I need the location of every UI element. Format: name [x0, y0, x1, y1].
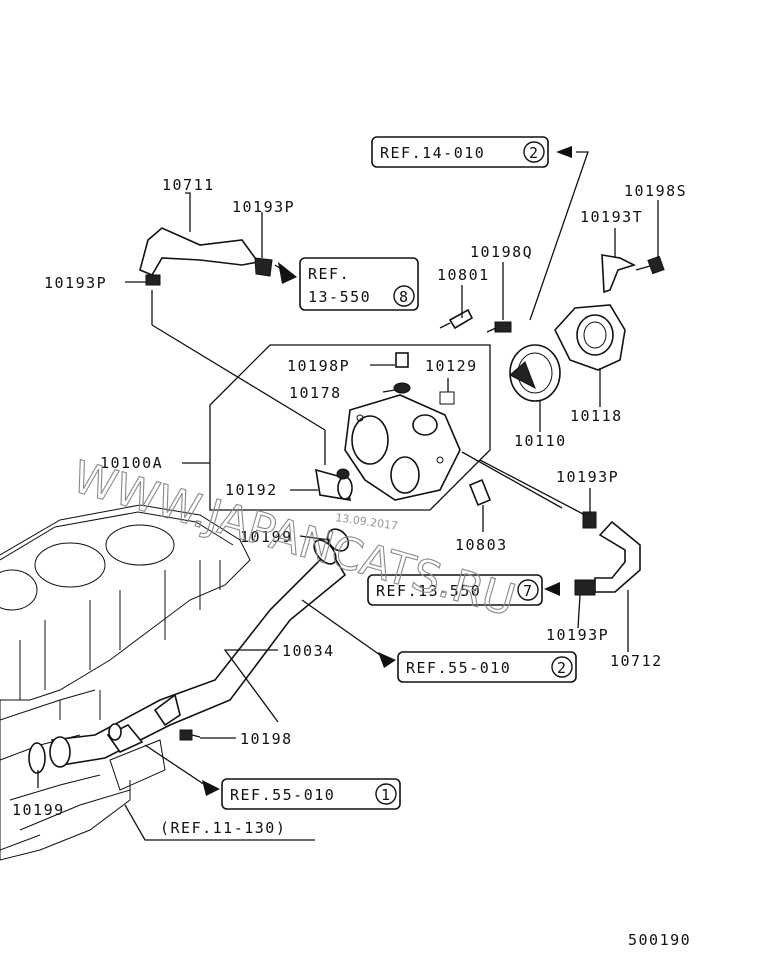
ref-box-55-010-2[interactable]: REF.55-010 2	[397, 651, 577, 683]
label-10178[interactable]: 10178	[289, 384, 342, 402]
o-ring-10199-top	[326, 528, 350, 552]
bolt-10198q	[486, 321, 512, 333]
label-10193p-right[interactable]: 10193P	[556, 468, 619, 486]
label-10193p-top[interactable]: 10193P	[232, 198, 295, 216]
bolt-10198	[179, 729, 201, 741]
arrow-ref-55-010-1	[202, 780, 220, 796]
ref-13-550-mid-text: REF.13-550	[376, 582, 481, 600]
ref-14-010-num: 2	[529, 144, 540, 162]
ref-14-010-text: REF.14-010	[380, 144, 485, 162]
label-10129[interactable]: 10129	[425, 357, 478, 375]
sensor-10801	[439, 308, 474, 330]
label-10193p-left[interactable]: 10193P	[44, 274, 107, 292]
label-10199-top[interactable]: 10199	[240, 528, 293, 546]
label-10118[interactable]: 10118	[570, 407, 623, 425]
label-10198p[interactable]: 10198P	[287, 357, 350, 375]
label-10198s[interactable]: 10198S	[624, 182, 687, 200]
ref-box-13-550-top[interactable]: REF. 13-550 8	[299, 257, 419, 311]
hose-10712	[574, 511, 641, 596]
label-10711[interactable]: 10711	[162, 176, 215, 194]
label-10198[interactable]: 10198	[240, 730, 293, 748]
thermostat-10110	[509, 344, 561, 402]
fitting-10192	[315, 468, 353, 501]
ref-13-550-top-line1: REF.	[308, 265, 350, 283]
bracket-10193t	[601, 254, 637, 294]
ref-55-010-1-text: REF.55-010	[230, 786, 335, 804]
water-inlet-10118	[554, 304, 626, 371]
thermostat-housing	[344, 394, 461, 501]
ref-55-010-2-text: REF.55-010	[406, 659, 511, 677]
ref-55-010-2-num: 2	[557, 659, 568, 677]
label-10193p-bottom[interactable]: 10193P	[546, 626, 609, 644]
gasket-10129	[439, 391, 455, 405]
sensor-10803	[468, 478, 492, 507]
plug-10198p	[395, 352, 409, 368]
group-box-10100a	[209, 344, 491, 511]
label-10192[interactable]: 10192	[225, 481, 278, 499]
arrow-ref-14-010	[556, 146, 572, 158]
ref-13-550-mid-num: 7	[523, 582, 534, 600]
ref-box-13-550-mid[interactable]: REF.13-550 7	[367, 574, 543, 606]
arrow-ref-13-550-top	[278, 262, 297, 284]
hose-10711	[139, 227, 273, 286]
ref-box-14-010[interactable]: REF.14-010 2	[371, 136, 549, 168]
label-10803[interactable]: 10803	[455, 536, 508, 554]
ref-13-550-top-num: 8	[399, 288, 410, 306]
label-10110[interactable]: 10110	[514, 432, 567, 450]
washer-10178	[393, 382, 411, 394]
label-10198q[interactable]: 10198Q	[470, 243, 533, 261]
water-pipe-10034	[49, 539, 347, 768]
ref-11-130[interactable]: (REF.11-130)	[160, 819, 286, 837]
arrow-ref-13-550-mid	[544, 582, 560, 596]
label-10193t[interactable]: 10193T	[580, 208, 643, 226]
arrow-ref-55-010-2	[378, 652, 396, 668]
label-10801[interactable]: 10801	[437, 266, 490, 284]
label-10100a[interactable]: 10100A	[100, 454, 163, 472]
bolt-10198s	[635, 255, 665, 275]
label-10199-bottom[interactable]: 10199	[12, 801, 65, 819]
ref-13-550-top-line2: 13-550	[308, 288, 371, 306]
label-10034[interactable]: 10034	[282, 642, 335, 660]
engine-block	[0, 504, 251, 861]
label-10712[interactable]: 10712	[610, 652, 663, 670]
leader-lines	[37, 151, 659, 841]
diagram-code: 500190	[628, 931, 691, 949]
ref-55-010-1-num: 1	[381, 786, 392, 804]
o-ring-10199-bottom	[28, 742, 46, 774]
ref-box-55-010-1[interactable]: REF.55-010 1	[221, 778, 401, 810]
